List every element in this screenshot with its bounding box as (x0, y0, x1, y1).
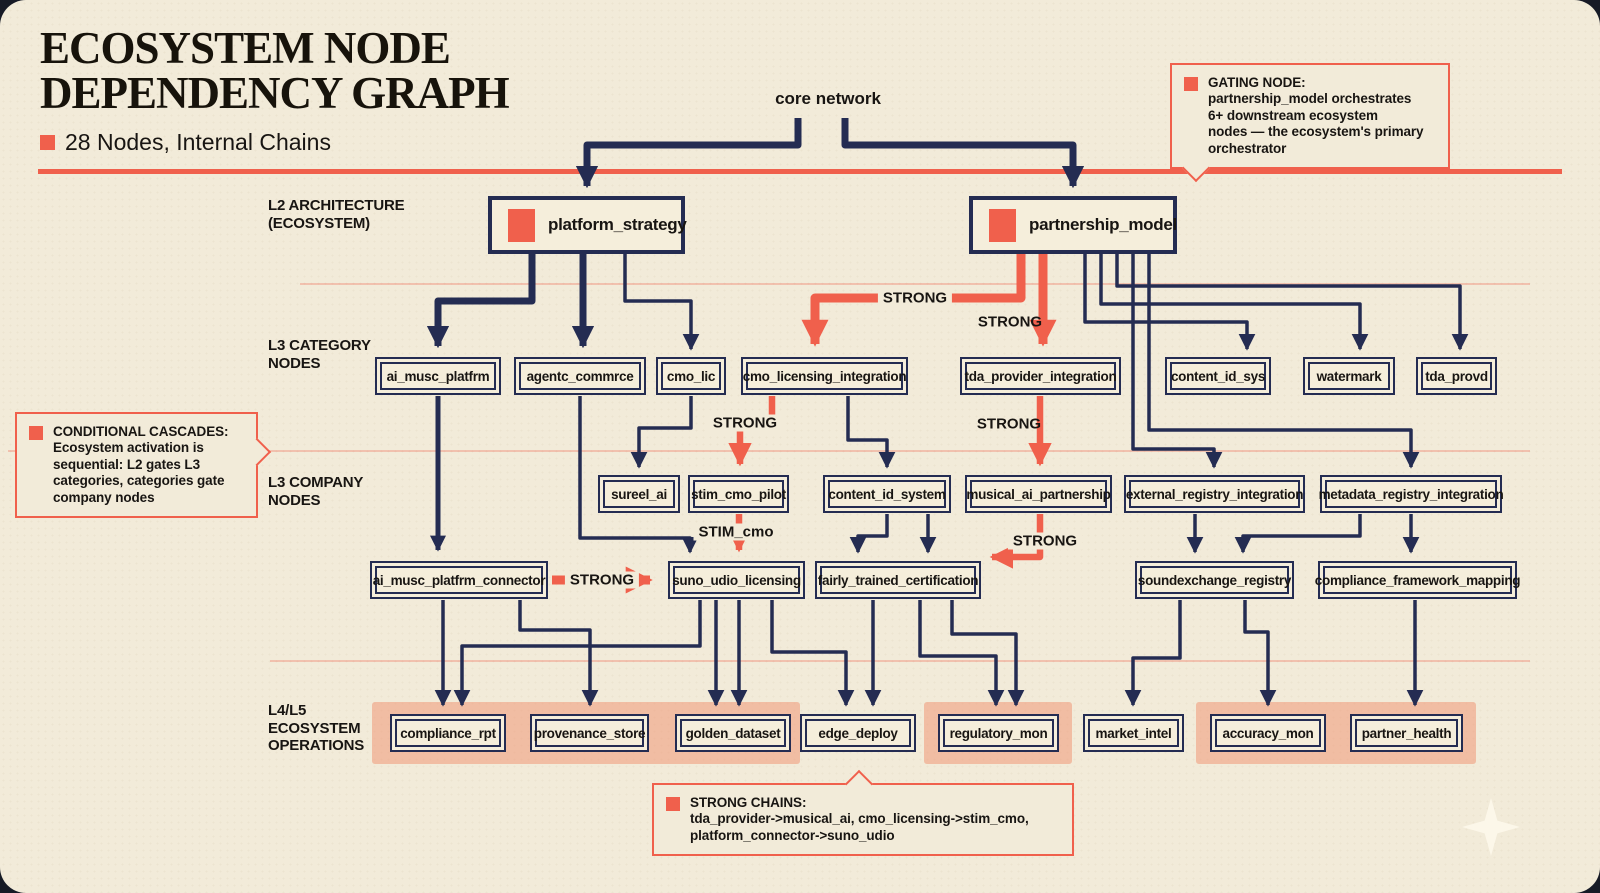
callout-body: partnership_model orchestrates 6+ downst… (1208, 91, 1424, 156)
node-compliance-rpt: compliance_rpt (390, 714, 506, 752)
node-soundexchange-registry: soundexchange_registry (1135, 561, 1294, 599)
separator-line (270, 660, 1530, 662)
page-subtitle: 28 Nodes, Internal Chains (40, 129, 331, 156)
header-rule (38, 169, 1562, 174)
callout-heading: GATING NODE: (1208, 75, 1306, 90)
edge-label-strong: STRONG (877, 289, 953, 307)
row-label-l3-category: L3 CATEGORY NODES (268, 337, 371, 372)
node-stim-cmo-pilot: stim_cmo_pilot (688, 475, 789, 513)
node-partnership-model: partnership_model (969, 196, 1177, 254)
page-title: ECOSYSTEM NODE DEPENDENCY GRAPH (40, 23, 510, 118)
row-label-l3-company: L3 COMPANY NODES (268, 474, 364, 509)
node-external-registry-integration: external_registry_integration (1124, 475, 1305, 513)
node-tda-provd: tda_provd (1416, 357, 1497, 395)
node-content-id-system: content_id_system (823, 475, 951, 513)
callout-body: tda_provider->musical_ai, cmo_licensing-… (690, 811, 1029, 843)
row-label-l4-l5: L4/L5 ECOSYSTEM OPERATIONS (268, 702, 365, 755)
node-regulatory-mon: regulatory_mon (938, 714, 1059, 752)
callout-conditional-cascades: CONDITIONAL CASCADES: Ecosystem activati… (15, 412, 272, 519)
callout-strong-chains: STRONG CHAINS: tda_provider->musical_ai,… (652, 769, 1074, 857)
node-metadata-registry-integration: metadata_registry_integration (1319, 475, 1504, 513)
node-suno-udio-licensing: suno_udio_licensing (668, 561, 805, 599)
callout-body: Ecosystem activation is sequential: L2 g… (53, 440, 225, 505)
bullet-square-icon (666, 797, 680, 811)
bullet-square-icon (1184, 77, 1198, 91)
edge-label-stim-cmo: STIM_cmo (693, 523, 779, 541)
row-label-l2: L2 ARCHITECTURE (ECOSYSTEM) (268, 197, 405, 232)
edge-label-strong: STRONG (564, 571, 640, 589)
node-accent-icon (989, 208, 1016, 242)
separator-line (8, 450, 1530, 452)
node-platform-strategy: platform_strategy (488, 196, 687, 254)
separator-line (300, 283, 1530, 285)
core-network-label: core network (775, 89, 881, 108)
node-cmo-licensing-integration: cmo_licensing_integration (741, 357, 908, 395)
callout-gating-node: GATING NODE: partnership_model orchestra… (1170, 63, 1450, 183)
edge-label-strong: STRONG (707, 414, 783, 432)
node-musical-ai-partnership: musical_ai_partnership (965, 475, 1112, 513)
edge-label-strong: STRONG (976, 415, 1042, 433)
node-accuracy-mon: accuracy_mon (1210, 714, 1326, 752)
bullet-square-icon (40, 135, 55, 150)
node-cmo-lic: cmo_lic (656, 357, 726, 395)
node-content-id-sys: content_id_sys (1165, 357, 1271, 395)
node-agentc-commrce: agentc_commrce (514, 357, 646, 395)
node-fairly-trained-certification: fairly_trained_certification (815, 561, 981, 599)
node-edge-deploy: edge_deploy (800, 714, 916, 752)
node-market-intel: market_intel (1083, 714, 1184, 752)
node-compliance-framework-mapping: compliance_framework_mapping (1315, 561, 1521, 599)
node-provenance-store: provenance_store (530, 714, 649, 752)
node-ai-musc-platfrm-connector: ai_musc_platfrm_connector (370, 561, 548, 599)
node-ai-musc-platfrm: ai_musc_platfrm (375, 357, 501, 395)
node-sureel-ai: sureel_ai (598, 475, 680, 513)
callout-heading: CONDITIONAL CASCADES: (53, 424, 229, 439)
callout-heading: STRONG CHAINS: (690, 795, 807, 810)
edge-label-strong: STRONG (977, 313, 1043, 331)
node-golden-dataset: golden_dataset (675, 714, 791, 752)
node-accent-icon (508, 208, 535, 242)
node-tda-provider-integration: tda_provider_integration (960, 357, 1121, 395)
edge-label-strong: STRONG (1007, 532, 1083, 550)
bullet-square-icon (29, 426, 43, 440)
node-watermark: watermark (1303, 357, 1395, 395)
node-partner-health: partner_health (1350, 714, 1463, 752)
